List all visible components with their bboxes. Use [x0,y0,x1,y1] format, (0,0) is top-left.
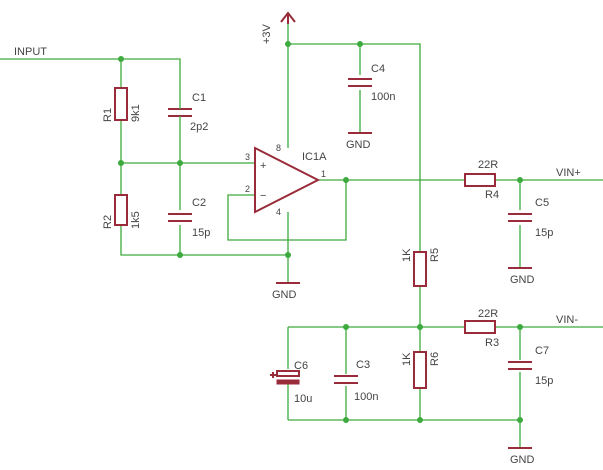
opamp-ic1a: IC1A + − 3 2 1 8 4 [245,143,327,217]
c3-value: 100n [354,391,378,403]
r2-value: 1k5 [130,211,142,229]
r4-ref: R4 [485,189,499,201]
c6-ref: C6 [294,360,308,372]
gnd-bottom: GND [508,447,535,466]
gnd-label-opamp: GND [272,289,297,301]
capacitor-c7: C7 15p [508,345,553,387]
vin-minus-label: VIN- [556,314,578,326]
pin-3: 3 [245,152,250,162]
r3-ref: R3 [485,337,499,349]
capacitor-c2: C2 15p [168,197,210,239]
r3-value: 22R [478,308,498,320]
c2-ref: C2 [192,197,206,209]
gnd-c5: GND [508,267,535,286]
resistor-r4: 22R R4 [464,159,499,201]
gnd-label-c5: GND [510,274,535,286]
resistor-r2: R2 1k5 [102,194,142,229]
c1-value: 2p2 [190,121,208,133]
gnd-opamp: GND [272,282,300,301]
r1-value: 9k1 [130,104,142,122]
r6-value: 1K [401,352,413,366]
r6-ref: R6 [429,352,441,366]
c5-ref: C5 [535,197,549,209]
opamp-minus: − [260,190,266,202]
capacitor-c3: C3 100n [334,359,378,403]
gnd-label-bottom: GND [510,454,535,466]
opamp-plus: + [260,160,266,172]
resistor-r6: 1K R6 [401,351,441,389]
r2-ref: R2 [102,215,114,229]
c7-value: 15p [535,375,553,387]
c4-ref: C4 [371,63,385,75]
pin-1: 1 [321,169,326,179]
resistor-r3: 22R R3 [464,308,499,349]
wires [0,22,603,447]
gnd-label-c4: GND [346,139,371,151]
c6-value: 10u [294,393,312,405]
vin-plus-label: VIN+ [556,167,581,179]
opamp-label: IC1A [302,151,327,163]
junctions [118,41,523,423]
c1-ref: C1 [192,92,206,104]
resistor-r5: 1K R5 [401,248,441,287]
c7-ref: C7 [535,345,549,357]
capacitor-c1: C1 2p2 [168,92,208,133]
supply-label: +3V [261,23,273,44]
supply-arrow: +3V [261,11,296,44]
resistor-r1: R1 9k1 [102,87,142,122]
pin-4: 4 [276,207,281,217]
c3-ref: C3 [356,359,370,371]
input-label: INPUT [14,46,47,58]
r5-value: 1K [401,248,413,262]
capacitor-c6: C6 10u [270,360,312,405]
pin-2: 2 [245,184,250,194]
pin-8: 8 [276,143,281,153]
c5-value: 15p [535,227,553,239]
capacitor-c5: C5 15p [508,197,553,239]
r1-ref: R1 [102,108,114,122]
r5-ref: R5 [429,248,441,262]
c2-value: 15p [192,227,210,239]
gnd-c4: GND [346,132,372,151]
r4-value: 22R [478,159,498,171]
capacitor-c4: C4 100n [348,63,395,103]
c4-value: 100n [371,91,395,103]
